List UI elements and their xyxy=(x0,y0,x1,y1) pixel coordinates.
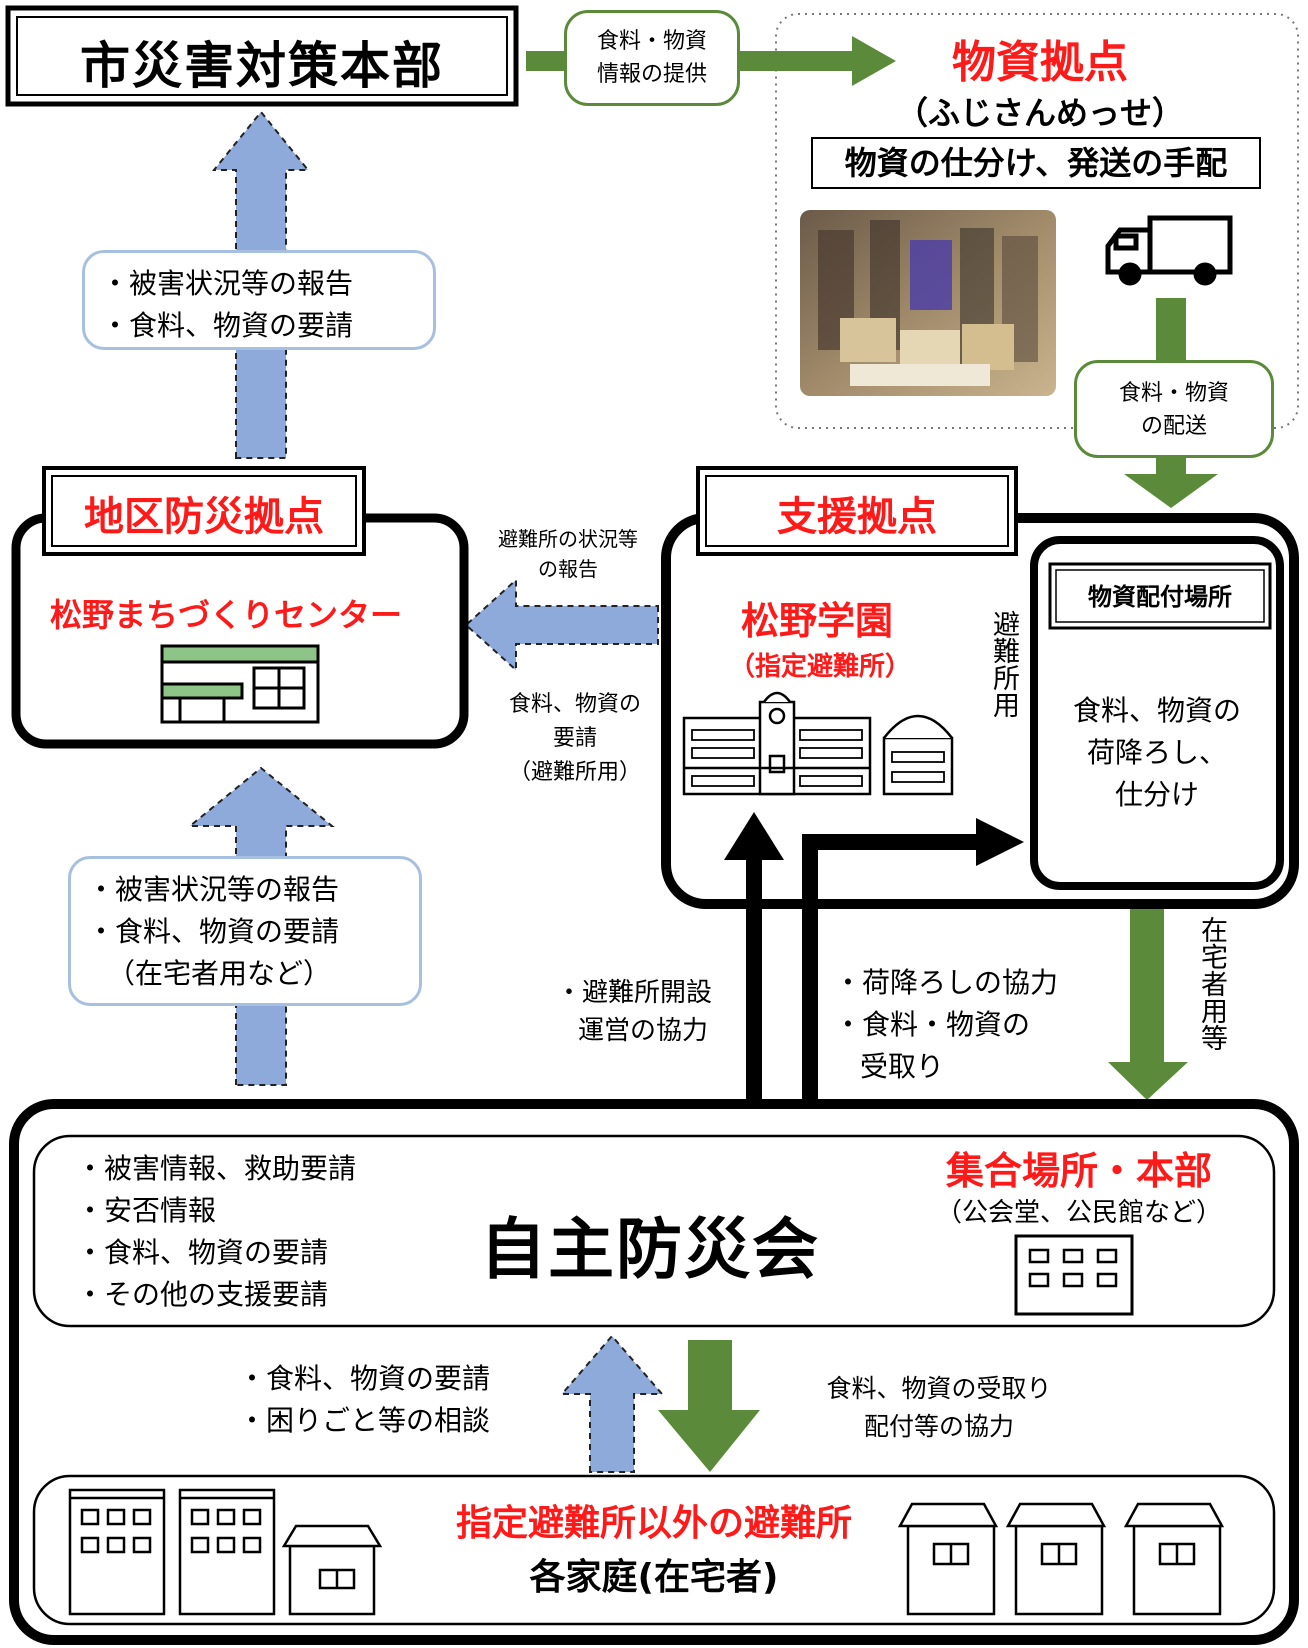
food-delivery-line1: 食料・物資 xyxy=(1118,381,1229,406)
support-base-title: 支援拠点 xyxy=(777,494,937,540)
shelter-request-line2: 要請 xyxy=(552,726,597,751)
apartment-icon xyxy=(68,1488,166,1616)
distribution-title: 物資配付場所 xyxy=(1088,583,1232,611)
resident-receive-line1: 食料、物資の受取り xyxy=(826,1374,1052,1403)
report-to-district-line3: （在宅者用など） xyxy=(107,957,332,990)
support-title-box xyxy=(696,466,1018,556)
warehouse-photo xyxy=(800,210,1056,396)
supply-base-region xyxy=(775,13,1299,429)
report-to-hq-line2: ・食料、物資の要請 xyxy=(101,309,354,342)
shelter-ops-label: ・避難所開設 運営の協力 xyxy=(556,974,736,1050)
food-info-line1: 食料・物資 xyxy=(596,29,707,54)
district-title-box xyxy=(42,466,366,556)
community-item-1: ・被害情報、救助要請 xyxy=(76,1152,357,1185)
community-inner-box xyxy=(32,1134,1276,1328)
distribution-title-box xyxy=(1048,562,1272,630)
shelter-ops-line2: 運営の協力 xyxy=(578,1016,709,1046)
resident-receive-line2: 配付等の協力 xyxy=(863,1412,1014,1441)
arrow-left-support-to-district xyxy=(464,577,659,673)
report-to-hq-label: ・被害状況等の報告 ・食料、物資の要請 xyxy=(82,250,436,350)
arrow-up-community-to-shelter xyxy=(724,812,784,1106)
resident-receive-label: 食料、物資の受取り 配付等の協力 xyxy=(796,1370,1082,1446)
support-facility-note: （指定避難所） xyxy=(728,652,911,682)
arrow-right-community-to-distribution xyxy=(802,818,1024,1106)
school-icon xyxy=(682,691,954,796)
shelter-ops-line1: ・避難所開設 xyxy=(556,978,713,1008)
community-item-3: ・食料、物資の要請 xyxy=(76,1236,329,1269)
shelter-status-line1: 避難所の状況等 xyxy=(498,527,638,551)
community-hq-note: （公会堂、公民館など） xyxy=(935,1198,1222,1228)
shelter-use-label: 避難所用 xyxy=(988,610,1019,718)
district-facility-name: 松野まちづくりセンター xyxy=(49,596,402,634)
distribution-task-line3: 仕分け xyxy=(1114,778,1199,811)
residents-title: 指定避難所以外の避難所 xyxy=(455,1503,852,1544)
supply-task-box xyxy=(811,137,1261,189)
supply-base-task: 物資の仕分け、発送の手配 xyxy=(844,144,1228,182)
unload-help-line3: 受取り xyxy=(860,1050,945,1083)
community-items: ・被害情報、救助要請 ・安否情報 ・食料、物資の要請 ・その他の支援要請 xyxy=(76,1148,456,1316)
report-to-district-line2: ・食料、物資の要請 xyxy=(87,915,340,948)
support-facility-name: 松野学園 xyxy=(740,599,893,643)
meeting-hall-icon xyxy=(1014,1234,1134,1316)
food-info-label: 食料・物資 情報の提供 xyxy=(564,10,740,106)
community-outer-box xyxy=(9,1099,1299,1645)
shelter-request-label: 食料、物資の 要請 （避難所用） xyxy=(486,688,664,790)
unload-help-line2: ・食料・物資の xyxy=(834,1008,1031,1041)
supply-base-title: 物資拠点 xyxy=(952,37,1128,88)
apartment-icon-2 xyxy=(178,1488,276,1616)
shelter-request-line1: 食料、物資の xyxy=(508,692,641,717)
resident-request-line2: ・困りごと等の相談 xyxy=(238,1404,491,1437)
building-icon xyxy=(160,644,320,724)
hq-title: 市災害対策本部 xyxy=(80,37,444,95)
report-to-district-line1: ・被害状況等の報告 xyxy=(87,873,340,906)
distribution-task-line1: 食料、物資の xyxy=(1072,694,1241,727)
report-to-hq-line1: ・被害状況等の報告 xyxy=(101,267,354,300)
residents-subtitle: 各家庭(在宅者) xyxy=(529,1557,779,1598)
shelter-request-line3: （避難所用） xyxy=(508,760,641,785)
arrow-down-community-to-residents xyxy=(658,1340,760,1472)
community-title: 自主防災会 xyxy=(480,1211,820,1288)
house-icon-4 xyxy=(1123,1502,1225,1616)
community-hq-title: 集合場所・本部 xyxy=(945,1149,1212,1193)
community-item-2: ・安否情報 xyxy=(76,1194,217,1227)
report-to-district-label: ・被害状況等の報告 ・食料、物資の要請 （在宅者用など） xyxy=(68,856,422,1006)
shelter-status-line2: の報告 xyxy=(538,557,598,581)
house-icon-2 xyxy=(897,1502,999,1616)
resident-request-label: ・食料、物資の要請 ・困りごと等の相談 xyxy=(238,1358,558,1442)
food-info-line2: 情報の提供 xyxy=(596,62,707,87)
community-item-4: ・その他の支援要請 xyxy=(76,1278,329,1311)
shelter-status-label: 避難所の状況等 の報告 xyxy=(470,524,666,584)
unload-help-label: ・荷降ろしの協力 ・食料・物資の 受取り xyxy=(834,962,1094,1088)
distribution-task-line2: 荷降ろし、 xyxy=(1086,736,1227,769)
district-base-title: 地区防災拠点 xyxy=(84,494,324,540)
arrow-up-residents-to-community xyxy=(559,1334,665,1473)
resident-request-line1: ・食料、物資の要請 xyxy=(238,1362,491,1395)
house-icon-3 xyxy=(1005,1502,1107,1616)
hq-box xyxy=(5,5,519,107)
unload-help-line1: ・荷降ろしの協力 xyxy=(834,966,1059,999)
house-icon xyxy=(281,1524,383,1616)
supply-base-subtitle: （ふじさんめっせ） xyxy=(895,94,1184,132)
truck-icon xyxy=(1105,215,1233,286)
distribution-task: 食料、物資の 荷降ろし、 仕分け xyxy=(1040,690,1274,816)
arrow-down-support-to-community xyxy=(1108,908,1188,1100)
food-delivery-line2: の配送 xyxy=(1140,414,1207,439)
food-delivery-label: 食料・物資 の配送 xyxy=(1074,360,1274,458)
home-use-label: 在宅者用等 xyxy=(1196,916,1227,1051)
